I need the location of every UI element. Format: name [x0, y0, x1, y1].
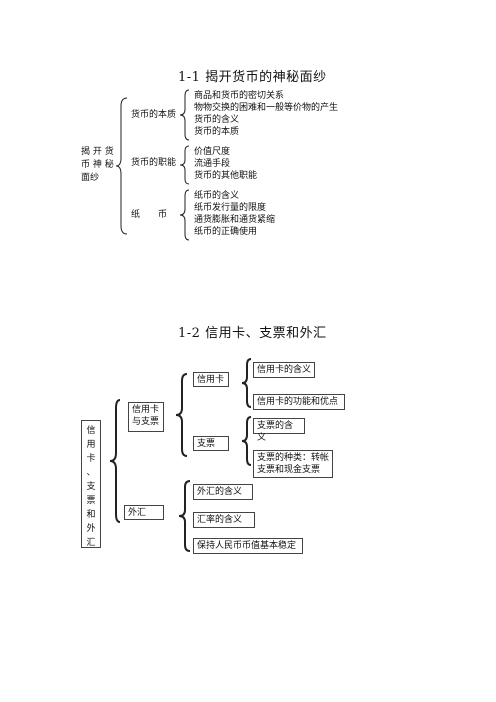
- functions-items: 价值尺度 流通手段 货币的其他职能: [194, 146, 257, 182]
- root-brace-section2: [109, 399, 121, 523]
- list-item: 货币的本质: [194, 127, 240, 137]
- paper-money-items: 纸币的含义 纸币发行量的限度 通货膨胀和通货紧缩 纸币的正确使用: [194, 190, 275, 238]
- list-item: 纸币的含义: [194, 191, 240, 201]
- list-item: 纸币发行量的限度: [194, 203, 267, 213]
- list-item: 货币的含义: [194, 115, 240, 125]
- forex-brace: [178, 480, 191, 552]
- section2-title: 1-2 信用卡、支票和外汇: [178, 326, 327, 341]
- essence-brace: [179, 89, 190, 141]
- credit-card-brace: [241, 358, 252, 408]
- root-box-credit-check-forex: 信 用 卡 、 支 票 和 外 汇: [81, 420, 101, 548]
- group-label-essence: 货币的本质: [131, 110, 177, 120]
- list-item: 流通手段: [194, 159, 231, 169]
- check-brace: [241, 416, 252, 466]
- section1-root-label: 揭 开 货 币 神 秘 面纱: [81, 147, 114, 183]
- check-item-types: 支票的种类：转帐 支票和现金支票: [253, 450, 333, 478]
- forex-label-box: 外汇: [124, 505, 164, 520]
- section1-title: 1-1 揭开货币的神秘面纱: [178, 70, 327, 85]
- list-item: 物物交换的困难和一般等价物的产生: [194, 103, 339, 113]
- group-label-functions: 货币的职能: [131, 158, 177, 168]
- essence-items: 商品和货币的密切关系 物物交换的困难和一般等价物的产生 货币的含义 货币的本质: [194, 90, 338, 138]
- paper-money-brace: [179, 189, 190, 241]
- group-label-paper-money: 纸 币: [131, 210, 168, 220]
- list-item: 通货膨胀和通货紧缩: [194, 215, 276, 225]
- functions-brace: [179, 145, 190, 185]
- credit-check-brace: [175, 373, 188, 457]
- list-item: 商品和货币的密切关系: [194, 91, 285, 101]
- list-item: 价值尺度: [194, 147, 231, 157]
- list-item: 货币的其他职能: [194, 171, 258, 181]
- credit-card-item-functions: 信用卡的功能和优点: [253, 394, 345, 410]
- check-label-box: 支票: [193, 436, 229, 451]
- section1-root-brace: [115, 97, 128, 235]
- list-item: 纸币的正确使用: [194, 227, 258, 237]
- credit-card-label-box: 信用卡: [193, 372, 229, 387]
- group-box-credit-card-and-check: 信用卡 与支票: [128, 402, 164, 432]
- forex-item-definition: 外汇的含义: [193, 484, 253, 500]
- credit-card-item-definition: 信用卡的含义: [253, 362, 315, 378]
- forex-item-stable-rmb: 保持人民币币值基本稳定: [193, 538, 303, 554]
- check-item-definition: 支票的含义: [253, 418, 305, 443]
- forex-item-exchange-rate: 汇率的含义: [193, 512, 255, 528]
